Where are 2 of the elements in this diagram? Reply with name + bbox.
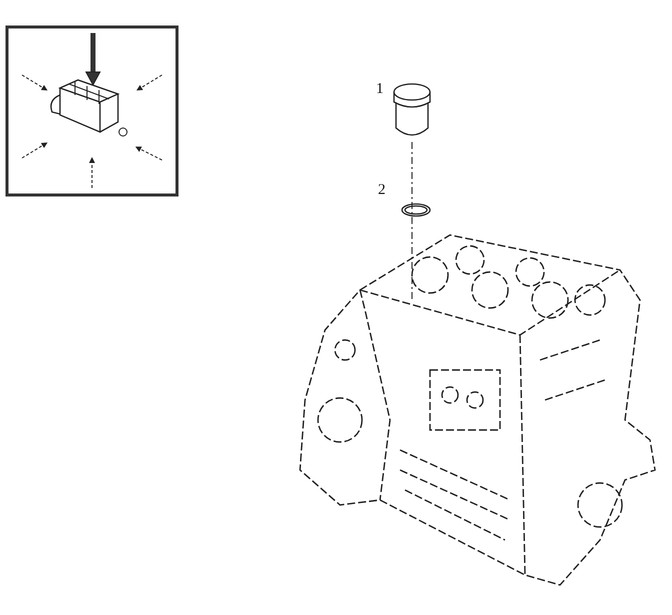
callout-number: 2 <box>378 183 386 198</box>
callout-number: 1 <box>376 82 384 97</box>
